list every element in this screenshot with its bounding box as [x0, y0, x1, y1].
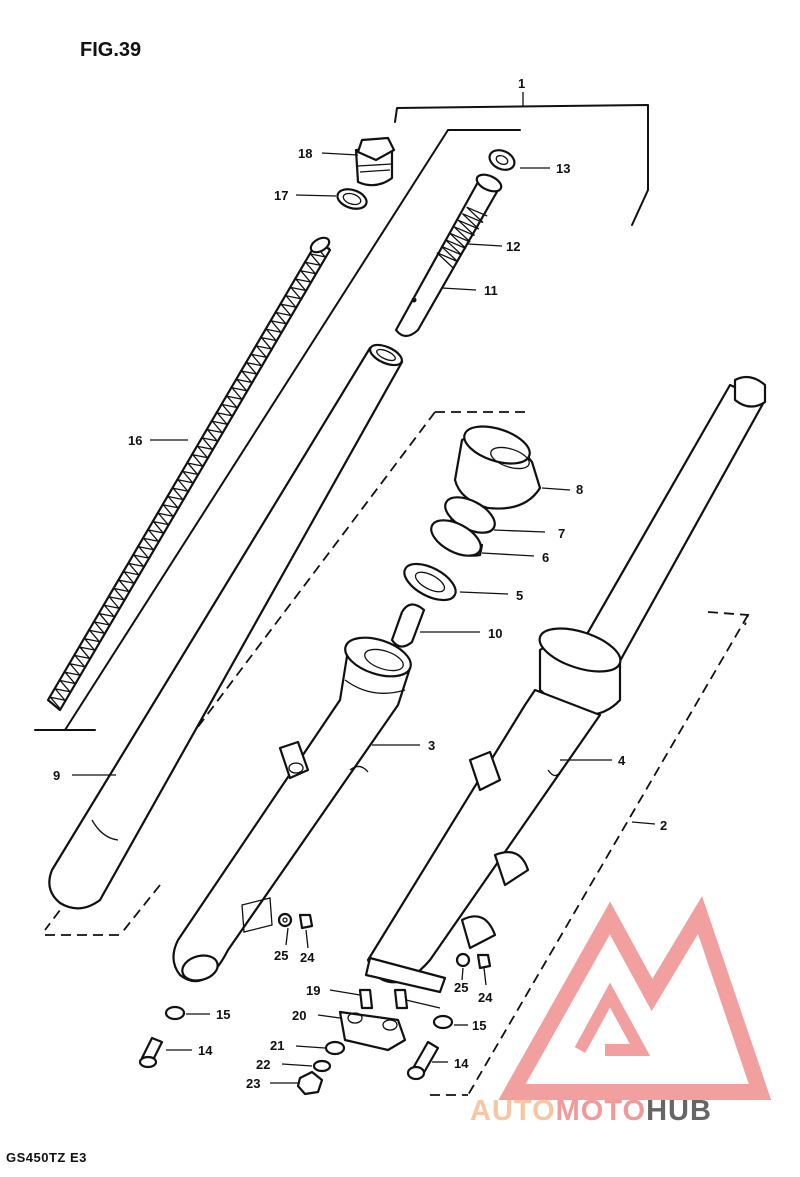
- damper-rod: [394, 173, 503, 338]
- oil-lock-piece: [390, 603, 426, 648]
- callout-21: 21: [270, 1038, 284, 1053]
- callout-2: 2: [660, 818, 667, 833]
- callout-14-left: 14: [198, 1043, 213, 1058]
- axle-lug: [364, 956, 447, 994]
- piston-ring: [488, 149, 516, 171]
- right-inner-tube: [573, 383, 767, 672]
- cap-bolt-head: [356, 136, 396, 162]
- bracket-3-right: [119, 884, 161, 936]
- inner-tube-left: [48, 343, 404, 910]
- callout-24-left: 24: [300, 950, 315, 965]
- right-cap-bolt: [733, 375, 767, 408]
- callout-16: 16: [128, 433, 142, 448]
- hardware: [138, 912, 492, 1096]
- callout-17: 17: [274, 188, 288, 203]
- o-ring: [336, 188, 368, 210]
- callout-25-right: 25: [454, 980, 468, 995]
- callout-10: 10: [488, 626, 502, 641]
- axle-holder: [338, 988, 409, 1052]
- bracket-assembly-1: [394, 104, 649, 226]
- callout-15-right: 15: [472, 1018, 486, 1033]
- bracket-3-left: [44, 411, 436, 931]
- callout-18: 18: [298, 146, 312, 161]
- callout-15-left: 15: [216, 1007, 230, 1022]
- seal-stack: [403, 425, 542, 602]
- callout-1: 1: [518, 76, 525, 91]
- axle-holder-body: [338, 1010, 407, 1052]
- washer-15-right: [432, 1014, 454, 1030]
- rebound-spring: [436, 206, 488, 269]
- washer: [403, 562, 457, 602]
- callout-6: 6: [542, 550, 549, 565]
- bolt-24-right: [476, 953, 492, 970]
- fork-leg-right: [364, 375, 767, 994]
- nut-23: [296, 1070, 324, 1096]
- watermark-text: AUTOMOTOHUB: [470, 1095, 712, 1127]
- caliper-mount-upper: [493, 851, 530, 887]
- callout-9: 9: [53, 768, 60, 783]
- callout-4: 4: [618, 753, 626, 768]
- washer-25-left: [277, 912, 293, 928]
- bracket-2-top: [707, 611, 750, 626]
- bolt-24-left: [298, 913, 314, 930]
- leader-lines: [72, 92, 656, 1084]
- washer-25-right: [455, 952, 471, 968]
- outer-tube-left: [172, 636, 412, 983]
- callout-23: 23: [246, 1076, 260, 1091]
- fork-spring: [46, 236, 332, 712]
- caliper-mount-lower: [460, 915, 497, 950]
- callout-20: 20: [292, 1008, 306, 1023]
- bracket-2-right: [467, 614, 749, 1096]
- callout-24-right: 24: [478, 990, 493, 1005]
- cap-bolt-body: [354, 148, 394, 187]
- callout-labels: 1 2 3 4 5 6 7 8 9 10 11 12 13 14 14 15 1…: [53, 76, 667, 1091]
- spring-washer-22: [312, 1059, 332, 1073]
- callout-14-right: 14: [454, 1056, 469, 1071]
- inner-tube-body: [48, 346, 404, 910]
- watermark-inner-mark-icon: [574, 982, 651, 1056]
- watermark-triangle-icon: [498, 896, 772, 1100]
- figure-title: FIG.39: [80, 39, 141, 61]
- cap-bolt: [354, 136, 396, 187]
- callout-22: 22: [256, 1057, 270, 1072]
- outer-tube-left-boss: [278, 740, 310, 780]
- callout-5: 5: [516, 588, 523, 603]
- callout-13: 13: [556, 161, 570, 176]
- damper-rod-body: [394, 180, 500, 338]
- outer-tube-left-body: [172, 648, 412, 983]
- model-code: GS450TZ E3: [6, 1150, 87, 1165]
- bracket-9-left: [64, 129, 449, 731]
- callout-8: 8: [576, 482, 583, 497]
- spring-coils: [48, 244, 331, 709]
- callout-12: 12: [506, 239, 520, 254]
- callout-7: 7: [558, 526, 565, 541]
- washer-21: [324, 1040, 346, 1056]
- callout-25-left: 25: [274, 948, 288, 963]
- callout-11: 11: [484, 283, 498, 298]
- washer-15-left: [164, 1005, 186, 1021]
- watermark-logo: [498, 896, 772, 1100]
- callout-3: 3: [428, 738, 435, 753]
- spring-outline: [46, 238, 332, 712]
- callout-19: 19: [306, 983, 320, 998]
